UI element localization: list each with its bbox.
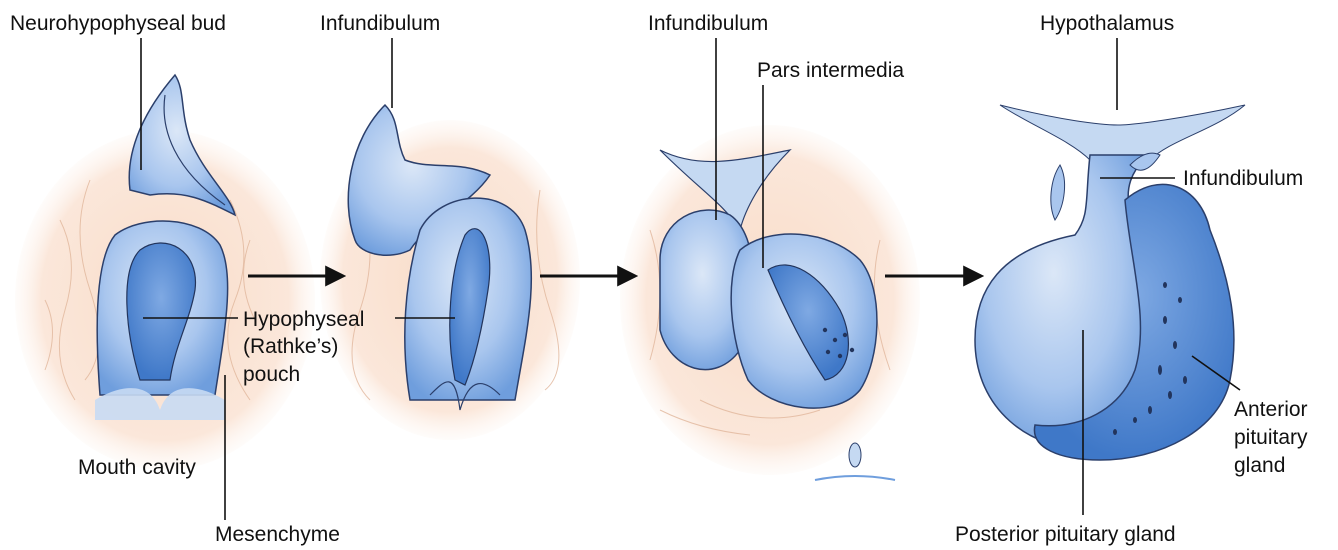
stage-3-illustration xyxy=(620,125,920,480)
label-infundibulum-stage2: Infundibulum xyxy=(320,12,440,35)
stage-2-illustration xyxy=(320,105,580,440)
label-rathkes: (Rathke’s) xyxy=(243,335,338,358)
label-neurohypophyseal-bud: Neurohypophyseal bud xyxy=(10,12,226,35)
label-anterior: Anterior xyxy=(1234,398,1308,421)
label-hypophyseal: Hypophyseal xyxy=(243,308,364,331)
label-pouch: pouch xyxy=(243,363,300,386)
stage-1-illustration xyxy=(15,75,315,470)
label-mesenchyme: Mesenchyme xyxy=(215,523,340,546)
label-posterior-pituitary-gland: Posterior pituitary gland xyxy=(955,523,1176,546)
label-pituitary: pituitary xyxy=(1234,426,1308,449)
label-hypothalamus: Hypothalamus xyxy=(1040,12,1174,35)
label-mouth-cavity: Mouth cavity xyxy=(78,456,196,479)
stage-4-illustration xyxy=(975,105,1245,460)
label-pars-intermedia: Pars intermedia xyxy=(757,59,904,82)
label-infundibulum-stage3: Infundibulum xyxy=(648,12,768,35)
hypothalamus-floor xyxy=(1000,105,1245,160)
label-gland: gland xyxy=(1234,454,1285,477)
label-infundibulum-stage4: Infundibulum xyxy=(1183,167,1303,190)
